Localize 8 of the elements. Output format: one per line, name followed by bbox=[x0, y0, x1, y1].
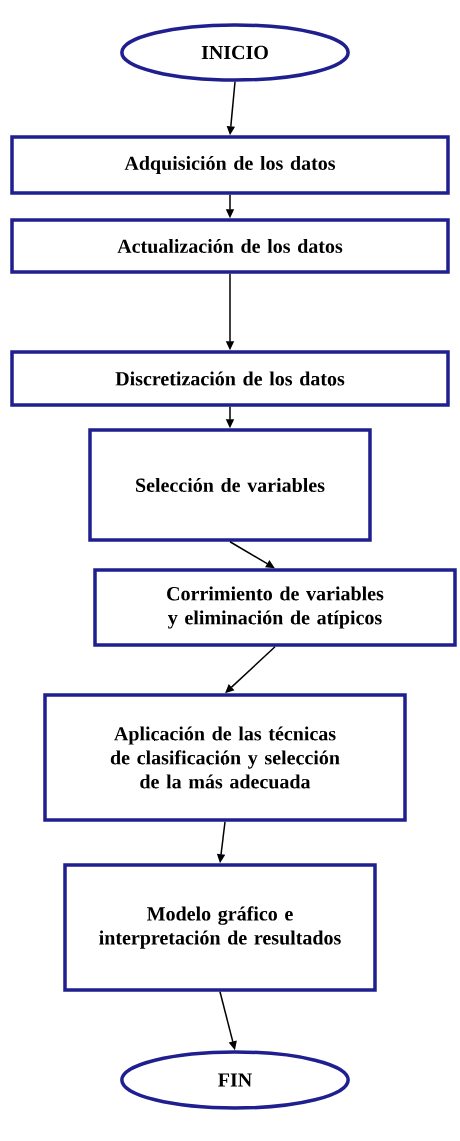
process-box: Adquisición de los datos bbox=[10, 135, 450, 195]
process-box: Corrimiento de variables y eliminación de atípicos bbox=[93, 568, 457, 647]
arrow bbox=[229, 541, 275, 569]
process-box: Discretización de los datos bbox=[10, 350, 450, 407]
process-box: Modelo gráfico e interpretación de resultados bbox=[63, 863, 377, 992]
process-box: Aplicación de las técnicas de clasificación y selección de la más adecuada bbox=[43, 693, 407, 822]
process-box: Selección de variables bbox=[88, 428, 372, 542]
process-box: Actualización de los datos bbox=[10, 218, 450, 274]
